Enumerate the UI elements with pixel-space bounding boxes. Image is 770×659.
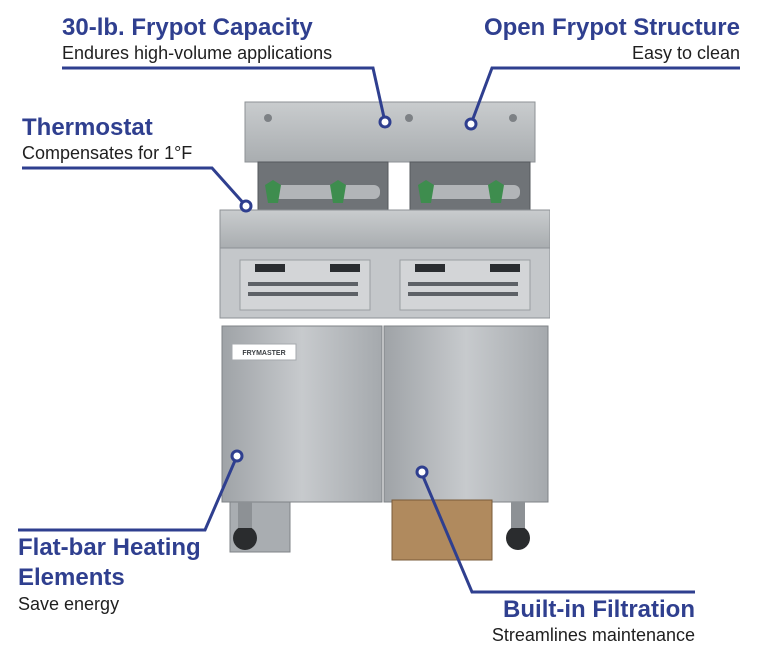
heating-marker [230,449,244,463]
heating-subtitle: Save energy [18,594,120,614]
filtration-callout: Built-in Filtration Streamlines maintena… [492,596,695,646]
open-structure-marker [464,117,478,131]
brand-plate: FRYMASTER [242,350,285,357]
open-structure-title: Open Frypot Structure [483,14,740,41]
capacity-title: 30-lb. Frypot Capacity [62,14,313,41]
open-structure-connector [469,66,740,125]
filtration-marker [415,465,429,479]
heating-title: Flat-bar Heating Elements [18,534,201,591]
open-structure-subtitle: Easy to clean [631,43,740,63]
capacity-callout: 30-lb. Frypot Capacity Endures high-volu… [62,14,332,64]
fryer-illustration: FRYMASTER [219,101,550,561]
thermostat-marker [239,199,253,213]
thermostat-title: Thermostat [22,114,153,141]
thermostat-callout: Thermostat Compensates for 1°F [22,114,192,164]
filtration-subtitle: Streamlines maintenance [491,625,695,645]
heating-callout: Flat-bar Heating Elements Save energy [18,533,218,615]
thermostat-connector [22,166,248,208]
open-structure-callout: Open Frypot Structure Easy to clean [484,14,740,64]
filtration-title: Built-in Filtration [503,596,695,623]
capacity-connector [62,66,387,123]
capacity-subtitle: Endures high-volume applications [62,43,333,63]
thermostat-subtitle: Compensates for 1°F [22,143,193,163]
heating-connector [18,455,239,532]
capacity-marker [378,115,392,129]
filtration-connector [420,473,695,594]
